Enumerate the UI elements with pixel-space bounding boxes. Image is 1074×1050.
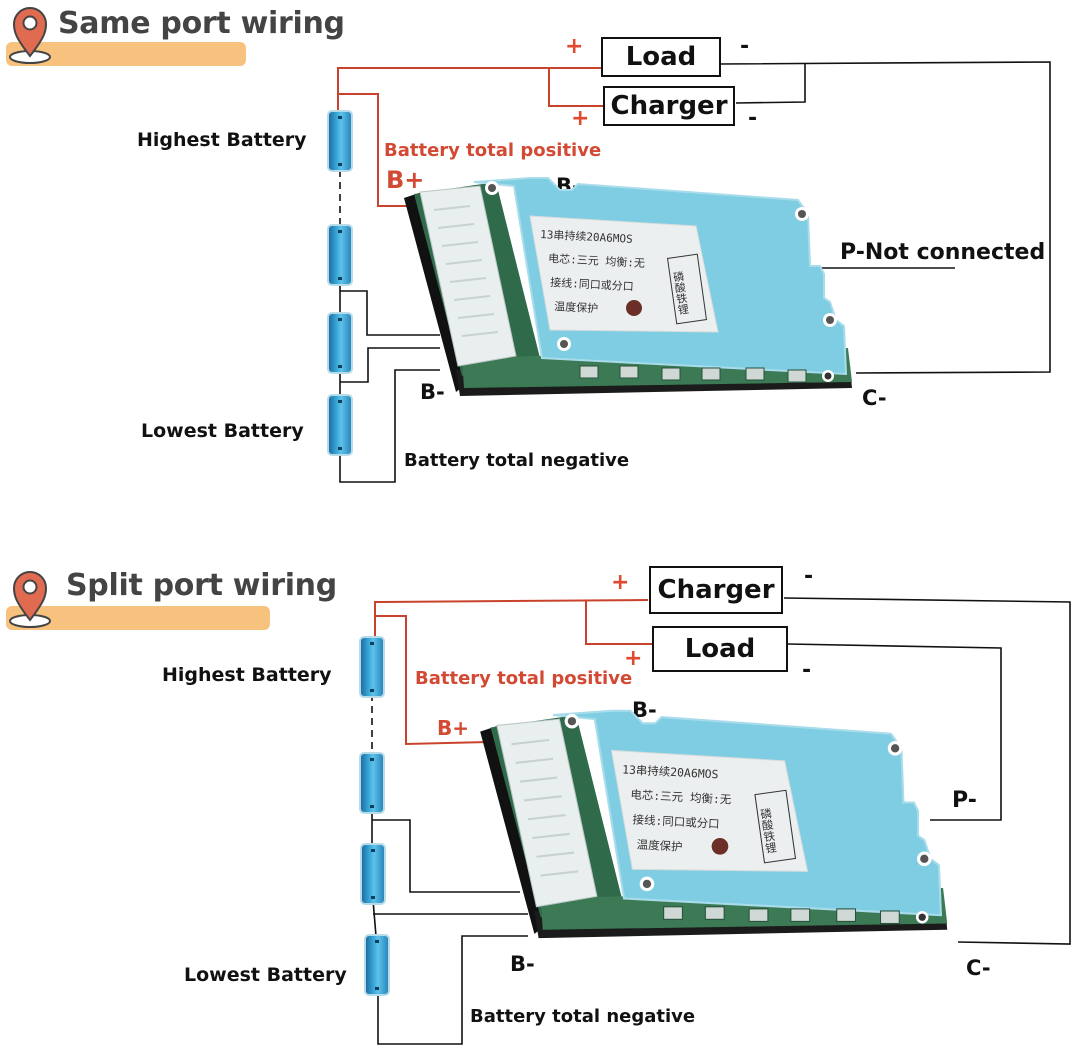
charger-plus-sign: +	[611, 570, 630, 595]
battery-cell	[361, 754, 383, 812]
battery-chain	[372, 899, 377, 937]
sticker-line-4: 温度保护	[636, 837, 682, 853]
sticker-side-text: 磷酸铁锂	[671, 270, 690, 316]
balance-connector	[419, 185, 517, 367]
split-port-wiring-diagram: Split port wiring Highest Battery Lowest…	[0, 558, 1074, 1050]
sticker-line-3: 接线:同口或分口	[632, 812, 720, 831]
sticker-line-4: 温度保护	[554, 299, 599, 315]
c-port-label: C-	[862, 386, 887, 410]
p-port-label: P-Not connected	[840, 240, 1046, 265]
same-port-wiring-diagram: Same port wiring Highest Battery Lowest …	[0, 0, 1074, 520]
temperature-sensor-dot	[711, 838, 729, 855]
sticker-line-2: 电芯:三元 均衡:无	[548, 251, 645, 270]
positive-wire-charger	[374, 599, 649, 638]
sticker-line-3: 接线:同口或分口	[550, 275, 634, 293]
bplus-label: B+	[437, 716, 470, 740]
balance-wire-1	[340, 290, 440, 336]
positive-wire-bplus	[375, 615, 489, 746]
negative-wire-charger	[735, 64, 806, 104]
wiring-lines	[337, 61, 1051, 483]
section-title: Split port wiring	[66, 568, 337, 603]
battery-cell	[329, 226, 351, 284]
balance-connector	[496, 718, 598, 908]
location-pin-icon	[9, 571, 51, 628]
sticker-line-1: 13串持续20A6MOS	[622, 762, 719, 781]
battery-cell	[361, 638, 383, 696]
temperature-sensor-dot	[626, 300, 642, 316]
negative-wire-c	[719, 61, 1051, 374]
bplus-label: B+	[386, 166, 425, 194]
sticker-line-1: 13串持续20A6MOS	[540, 227, 633, 246]
battery-cell	[329, 396, 351, 454]
load-plus-sign: +	[624, 646, 643, 671]
location-pin-icon	[9, 7, 51, 64]
battery-total-positive-label: Battery total positive	[415, 668, 633, 689]
load-plus-sign: +	[565, 34, 584, 59]
c-port-label: C-	[966, 956, 991, 980]
positive-wire-charger	[548, 68, 604, 107]
lowest-battery-label: Lowest Battery	[184, 964, 347, 986]
charger-minus-sign: -	[748, 106, 758, 131]
load-box: Load	[652, 626, 788, 672]
bminus-side-label: B-	[420, 380, 445, 404]
sticker-label	[610, 749, 809, 872]
load-box: Load	[601, 37, 721, 77]
sticker-line-2: 电芯:三元 均衡:无	[630, 787, 731, 806]
negative-wire-p	[787, 643, 1002, 821]
charger-box: Charger	[649, 566, 783, 614]
positive-wire-load	[585, 600, 652, 645]
negative-wire-c	[783, 597, 1071, 945]
battery-negative-wire	[377, 935, 528, 1045]
section-title: Same port wiring	[58, 6, 345, 41]
bms-board: 13串持续20A6MOS 电芯:三元 均衡:无 接线:同口或分口 温度保护 磷酸…	[404, 177, 852, 396]
positive-wire-bplus	[338, 93, 412, 207]
bminus-side-label: B-	[510, 952, 535, 976]
battery-cell	[329, 112, 351, 170]
battery-negative-wire	[339, 369, 440, 483]
battery-cell	[329, 314, 351, 372]
battery-total-positive-label: Battery total positive	[384, 140, 602, 161]
highest-battery-label: Highest Battery	[137, 129, 307, 151]
charger-plus-sign: +	[571, 106, 590, 131]
title-highlight	[6, 606, 270, 630]
sticker-side-text: 磷酸铁锂	[758, 807, 778, 854]
battery-cell	[362, 845, 384, 903]
battery-total-negative-label: Battery total negative	[404, 450, 630, 471]
sticker-label	[529, 215, 719, 333]
load-minus-sign: -	[740, 34, 750, 59]
wiring-lines	[371, 597, 1071, 1045]
battery-total-negative-label: Battery total negative	[470, 1006, 696, 1027]
bms-board: 13串持续20A6MOS 电芯:三元 均衡:无 接线:同口或分口 温度保护 磷酸…	[480, 709, 948, 939]
load-minus-sign: -	[802, 658, 812, 683]
balance-wire-1	[372, 819, 520, 893]
positive-wire-load	[337, 67, 602, 112]
p-port-label: P-	[952, 788, 977, 813]
lowest-battery-label: Lowest Battery	[141, 420, 304, 442]
battery-cell	[366, 936, 388, 994]
balance-wire-2	[340, 347, 440, 383]
charger-box: Charger	[603, 86, 735, 126]
charger-minus-sign: -	[804, 564, 814, 589]
highest-battery-label: Highest Battery	[162, 664, 332, 686]
